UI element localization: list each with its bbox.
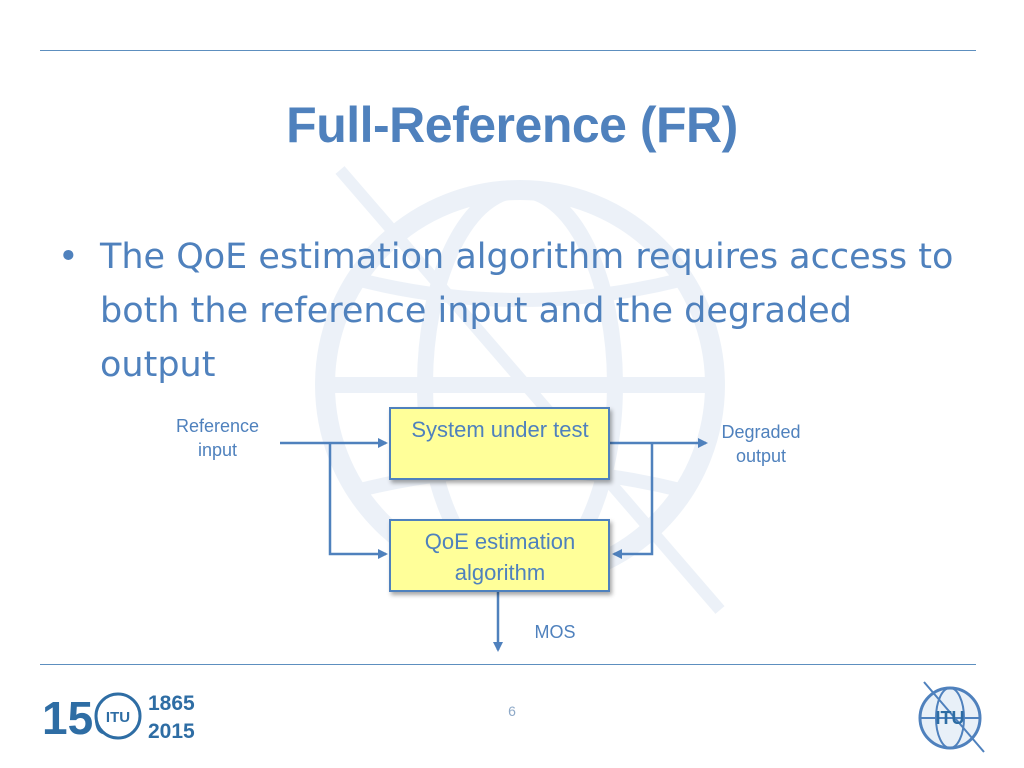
qoe-algorithm-box (389, 519, 610, 592)
reference-input-label: Reference input (175, 416, 260, 460)
system-under-test-label: System under test (411, 417, 589, 442)
top-divider (40, 50, 976, 51)
slide-title: Full-Reference (FR) (286, 97, 738, 153)
year-end: 2015 (148, 720, 195, 743)
page-number: 6 (508, 703, 516, 719)
itu-logo-text: ITU (936, 708, 965, 728)
system-under-test-box (389, 407, 610, 480)
year-start: 1865 (148, 692, 195, 715)
bullet-dot-icon: • (58, 237, 79, 277)
degraded-to-algorithm-arrow (612, 443, 654, 559)
reference-to-algorithm-arrow (328, 443, 388, 559)
itu-small-text: ITU (106, 709, 130, 726)
itu-logo-icon: ITU (918, 681, 985, 753)
qoe-algorithm-label: QoE estimation algorithm (424, 529, 576, 585)
bottom-divider (40, 664, 976, 665)
bullet-text: The QoE estimation algorithm requires ac… (100, 237, 954, 385)
itu-150-anniversary-logo: 150 ITU 1865 2015 (42, 692, 195, 744)
mos-label: MOS (534, 622, 576, 642)
degraded-output-label: Degraded output (721, 422, 801, 466)
